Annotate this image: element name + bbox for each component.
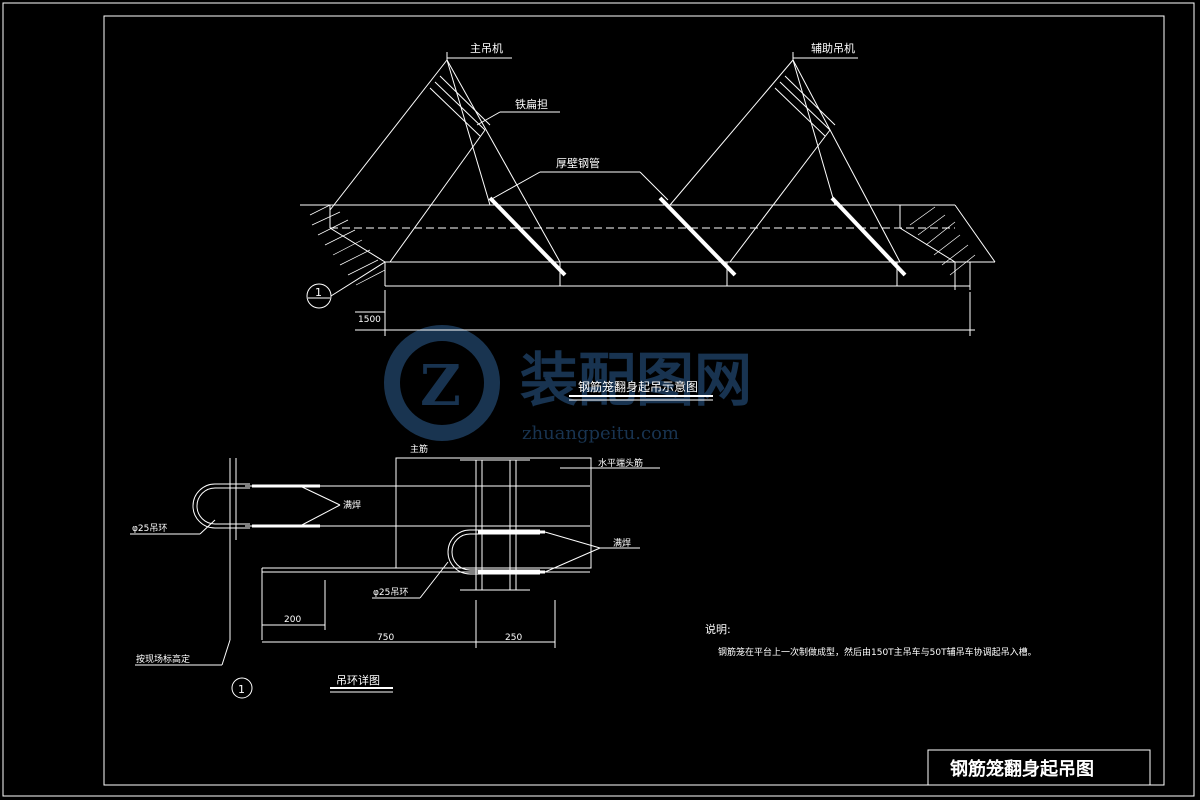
weld-left-label: 满焊 bbox=[343, 499, 361, 511]
ring-left-label: φ25吊环 bbox=[132, 523, 167, 534]
horiz-end-bar-label: 水平端头筋 bbox=[598, 457, 643, 469]
spreader-label: 铁扁担 bbox=[515, 97, 548, 111]
weld-right-label: 满焊 bbox=[613, 537, 631, 549]
drawing-title: 钢筋笼翻身起吊图 bbox=[950, 758, 1094, 780]
ring-detail bbox=[130, 457, 660, 699]
ring-detail-caption: 吊环详图 bbox=[336, 673, 380, 687]
lifting-diagram bbox=[300, 52, 996, 401]
dim-200: 200 bbox=[284, 615, 301, 625]
watermark-logo-letter: Z bbox=[420, 353, 461, 419]
watermark-name: 装配图网 bbox=[520, 346, 752, 414]
watermark: Z 装配图网 zhuangpeitu.com bbox=[384, 325, 752, 444]
callout-number-detail: 1 bbox=[238, 683, 245, 696]
dim-750: 750 bbox=[377, 633, 394, 643]
notes-heading: 说明: bbox=[705, 622, 731, 636]
main-crane-label: 主吊机 bbox=[470, 41, 503, 55]
watermark-logo-ring bbox=[384, 325, 500, 441]
main-bar-label: 主筋 bbox=[410, 443, 428, 455]
notes-body: 钢筋笼在平台上一次制做成型，然后由150T主吊车与50T辅吊车协调起吊入槽。 bbox=[718, 646, 1037, 658]
title-block bbox=[927, 749, 1151, 786]
ring-right-label: φ25吊环 bbox=[373, 587, 408, 598]
aux-crane-label: 辅助吊机 bbox=[811, 41, 855, 55]
dim-1500: 1500 bbox=[358, 315, 381, 325]
dim-250: 250 bbox=[505, 633, 522, 643]
pipe-label: 厚壁钢管 bbox=[556, 156, 600, 170]
callout-number-top: 1 bbox=[315, 286, 322, 299]
watermark-url: zhuangpeitu.com bbox=[522, 423, 679, 444]
lifting-caption: 钢筋笼翻身起吊示意图 bbox=[578, 379, 698, 394]
field-note-label: 按现场标高定 bbox=[136, 653, 190, 665]
inner-frame bbox=[103, 15, 1165, 786]
